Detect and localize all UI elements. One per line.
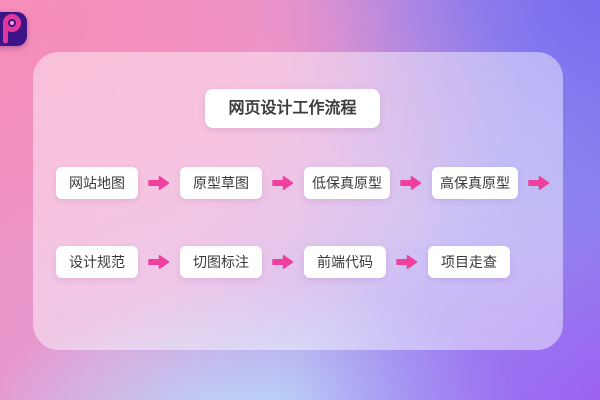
arrow-right-icon — [400, 176, 422, 190]
arrow-right-icon — [528, 176, 550, 190]
flow-row-bottom: 设计规范 切图标注 前端代码 项目走查 — [56, 246, 510, 278]
flow-step: 切图标注 — [180, 246, 262, 278]
arrow-right-icon — [396, 255, 418, 269]
flow-step: 项目走查 — [428, 246, 510, 278]
flow-step: 设计规范 — [56, 246, 138, 278]
arrow-right-icon — [148, 176, 170, 190]
flow-step: 前端代码 — [304, 246, 386, 278]
arrow-right-icon — [148, 255, 170, 269]
flow-step: 高保真原型 — [432, 167, 518, 199]
app-logo — [0, 12, 27, 46]
diagram-title: 网页设计工作流程 — [205, 89, 380, 128]
flow-row-top: 网站地图 原型草图 低保真原型 高保真原型 — [56, 167, 551, 199]
flow-step: 低保真原型 — [304, 167, 390, 199]
workflow-card: 网页设计工作流程 网站地图 原型草图 低保真原型 高保真原型 设计规范 切图标注 前端代码… — [33, 52, 563, 350]
arrow-right-icon — [272, 255, 294, 269]
flow-step: 网站地图 — [56, 167, 138, 199]
p-logo-icon — [3, 14, 21, 44]
arrow-right-icon — [272, 176, 294, 190]
flow-step: 原型草图 — [180, 167, 262, 199]
